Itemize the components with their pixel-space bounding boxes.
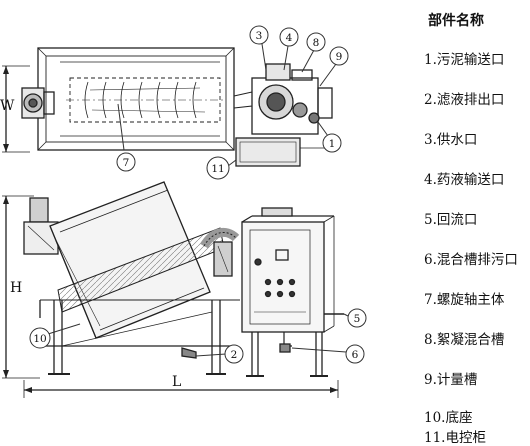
callout-label-9: 9 xyxy=(336,51,343,63)
legend-num: 1. xyxy=(424,52,437,68)
dimension-label-w: W xyxy=(0,98,15,114)
callout-label-8: 8 xyxy=(313,37,320,49)
legend-label: 底座 xyxy=(445,410,473,426)
legend-num: 3. xyxy=(424,132,437,148)
legend-label: 药液输送口 xyxy=(436,172,505,188)
legend-num: 2. xyxy=(424,92,437,108)
drive-motor-side xyxy=(29,197,49,223)
callout-label-11: 11 xyxy=(211,163,224,175)
machine-drawing: 7 3 4 8 9 1 11 10 2 5 6 W H L xyxy=(0,25,367,398)
legend-label: 回流口 xyxy=(436,212,478,228)
dimension-labels: W H L xyxy=(0,98,181,390)
legend-item: 1.污泥输送口 xyxy=(424,48,504,68)
legend-label: 滤液排出口 xyxy=(436,92,505,108)
control-cabinet-top xyxy=(235,137,301,167)
legend-label: 螺旋轴主体 xyxy=(436,292,505,308)
callout-11 xyxy=(206,156,237,180)
top-view xyxy=(2,47,333,167)
legend-item: 7.螺旋轴主体 xyxy=(424,288,504,308)
legend-num: 7. xyxy=(424,292,437,308)
callout-label-1: 1 xyxy=(329,138,336,150)
legend-label: 污泥输送口 xyxy=(436,52,505,68)
callout-1 xyxy=(317,121,342,153)
legend-label: 计量槽 xyxy=(436,372,478,388)
legend-num: 6. xyxy=(424,252,437,268)
callout-3 xyxy=(249,25,269,71)
callout-7 xyxy=(116,103,136,172)
legend-item: 11.电控柜 xyxy=(424,426,486,446)
dimension-label-h: H xyxy=(10,280,22,296)
legend-label: 电控柜 xyxy=(445,430,486,446)
legend-item: 9.计量槽 xyxy=(424,368,477,388)
legend-title: 部件名称 xyxy=(428,13,484,29)
callout-2 xyxy=(195,344,244,364)
side-callouts xyxy=(29,308,367,364)
legend-num: 5. xyxy=(424,212,437,228)
callout-label-4: 4 xyxy=(286,32,293,44)
legend-label: 供水口 xyxy=(436,132,478,148)
legend-item: 4.药液输送口 xyxy=(424,168,504,188)
legend-item: 3.供水口 xyxy=(424,128,477,148)
control-cabinet-side xyxy=(241,221,325,333)
legend-num: 10. xyxy=(424,410,446,426)
side-view xyxy=(2,181,344,398)
callout-label-10: 10 xyxy=(33,333,46,345)
callout-8 xyxy=(301,32,326,73)
legend-label: 絮凝混合槽 xyxy=(436,332,505,348)
legend-label: 混合槽排污口 xyxy=(436,252,518,268)
callout-4 xyxy=(279,27,299,71)
legend-num: 9. xyxy=(424,372,437,388)
callout-label-2: 2 xyxy=(231,349,238,361)
callout-9 xyxy=(319,46,349,87)
callout-label-3: 3 xyxy=(256,30,263,42)
legend-item: 6.混合槽排污口 xyxy=(424,248,518,268)
callout-labels: 7 3 4 8 9 1 11 10 2 5 6 xyxy=(33,30,360,361)
dimension-label-l: L xyxy=(172,374,181,390)
legend-num: 11. xyxy=(424,430,446,446)
callout-6 xyxy=(291,344,365,364)
legend-num: 8. xyxy=(424,332,437,348)
legend-item: 10.底座 xyxy=(424,406,472,426)
callout-10 xyxy=(29,323,81,349)
legend-item: 2.滤液排出口 xyxy=(424,88,504,108)
legend-item: 8.絮凝混合槽 xyxy=(424,328,504,348)
legend-num: 4. xyxy=(424,172,437,188)
callout-label-6: 6 xyxy=(352,349,359,361)
legend-item: 5.回流口 xyxy=(424,208,477,228)
callout-5 xyxy=(343,308,367,328)
callout-label-5: 5 xyxy=(354,313,361,325)
top-callouts xyxy=(116,25,349,180)
callout-label-7: 7 xyxy=(123,157,130,169)
top-frame xyxy=(37,47,235,151)
